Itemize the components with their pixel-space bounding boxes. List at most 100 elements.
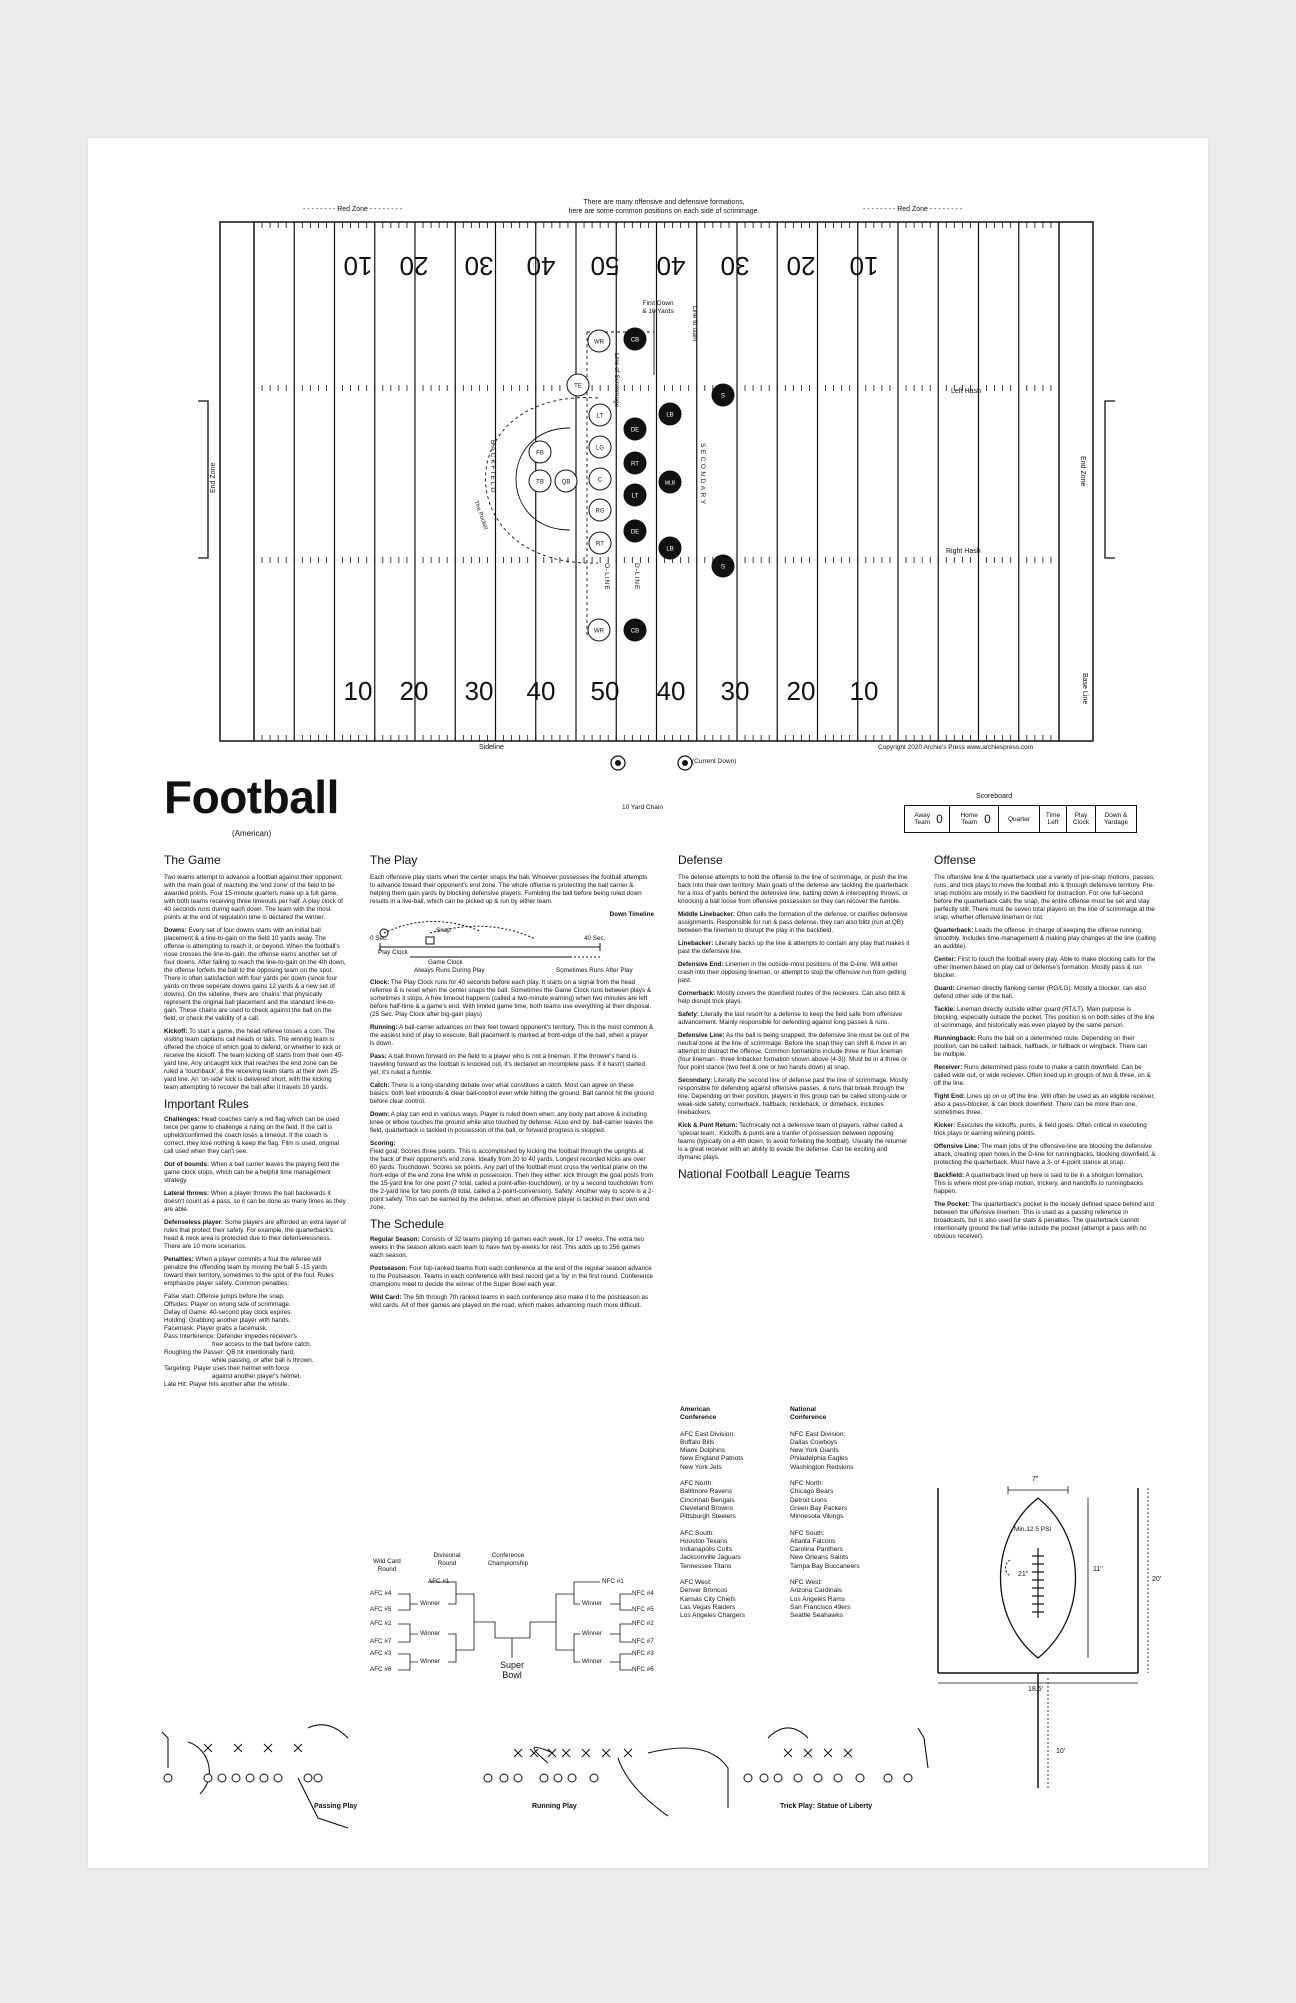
ball-width-label: 7" — [1032, 1476, 1039, 1483]
play-defender-mark — [783, 1748, 793, 1758]
super-bowl: Super Bowl — [499, 1660, 525, 1680]
cb-paragraph: Cornerback: Mostly covers the downfield … — [678, 990, 906, 1005]
play-player-circle — [513, 1773, 523, 1783]
team-name: Green Bay Packers — [790, 1504, 848, 1512]
defense-player-label: MLB — [665, 481, 676, 487]
scoreboard-title: Scoreboard — [976, 793, 1013, 800]
offense-player-marker — [554, 469, 578, 493]
scoring-paragraph: Scoring:Field goal: Scores three points.… — [370, 1140, 654, 1211]
upright-height-label: 20' — [1152, 1576, 1162, 1583]
oob-paragraph: Out of bounds: When a ball carrier leave… — [164, 1161, 340, 1184]
team-name: Jacksonville Jaguars — [680, 1554, 741, 1562]
play-intro: Each offensive play starts when the cent… — [370, 874, 648, 905]
kick-return-paragraph: Kick & Punt Return: Technically not a de… — [678, 1122, 908, 1161]
scoreboard-play-clock: Play Clock — [1067, 806, 1096, 832]
play-defender-mark — [581, 1748, 591, 1758]
yard-number-bottom: 10 — [849, 676, 879, 706]
secondary-label: SECONDARY — [699, 443, 706, 507]
line-to-gain-label: Line to Gain — [691, 306, 698, 342]
nfc-teams: National Conference NFC East Division: D… — [790, 1406, 910, 1621]
defense-player-label: LT — [632, 494, 639, 500]
running-play-label: Running Play — [532, 1803, 577, 1810]
current-down-label: (Current Down) — [692, 758, 737, 765]
offense-player-marker — [588, 435, 612, 459]
bracket-winner: Winner — [582, 1600, 602, 1608]
penalty-list: False start: Offense jumps before the sn… — [164, 1293, 346, 1389]
offense-player-label: WR — [594, 629, 605, 635]
play-defender-mark — [547, 1748, 557, 1758]
team-name: Carolina Panthers — [790, 1546, 843, 1554]
backfield-label: BACKFIELD — [489, 440, 496, 495]
play-defender-mark — [293, 1743, 303, 1753]
play-player-circle — [539, 1773, 549, 1783]
column-defense: Defense The defense attempts to hold the… — [678, 853, 910, 1186]
play-player-circle — [567, 1773, 577, 1783]
yard-number-bottom: 50 — [590, 676, 620, 706]
defense-player-label: S — [721, 565, 725, 571]
play-player-circle — [217, 1773, 227, 1783]
defense-player-marker — [623, 417, 647, 441]
afc-seed: AFC #4 — [370, 1590, 392, 1597]
team-name: Pittsburgh Steelers — [680, 1513, 736, 1521]
team-name: Los Angeles Rams — [790, 1595, 845, 1603]
team-name: Tampa Bay Buccaneers — [790, 1562, 860, 1570]
afc-seed: AFC #5 — [370, 1606, 392, 1613]
offense-player-marker — [588, 403, 612, 427]
qb-paragraph: Quarterback: Leads the offense. In charg… — [934, 927, 1156, 950]
column-play-schedule: The Play Each offensive play starts when… — [370, 854, 654, 1315]
play-defender-mark — [233, 1743, 243, 1753]
defense-heading: Defense — [678, 853, 723, 867]
penalty-item: Targeting: Player uses their helmet with… — [164, 1365, 290, 1372]
team-name: Atlanta Falcons — [790, 1537, 836, 1545]
play-defender-mark — [203, 1743, 213, 1753]
guard-paragraph: Guard: Linemen directly flanking center … — [934, 985, 1147, 1000]
play-player-circle — [833, 1773, 843, 1783]
afc-east-heading: AFC East Division: — [680, 1430, 735, 1438]
team-name: Tennessee Titans — [680, 1562, 732, 1570]
offense-player-marker — [587, 329, 611, 353]
postseason-paragraph: Postseason: Four top-ranked teams from e… — [370, 1265, 654, 1288]
bracket-winner: Winner — [420, 1600, 440, 1608]
play-player-circle — [499, 1773, 509, 1783]
circumference-label: 21" — [1018, 1571, 1029, 1578]
regular-season-paragraph: Regular Season: Consists of 32 teams pla… — [370, 1236, 644, 1259]
play-defender-mark — [263, 1743, 273, 1753]
afc-conference-heading: American Conference — [680, 1406, 717, 1422]
sometimes-runs-label: Sometimes Runs After Play — [556, 967, 633, 974]
nfc-west-heading: NFC West: — [790, 1579, 823, 1587]
copyright: Copyright 2020 Archie's Press www.archie… — [878, 744, 1034, 751]
bracket-winner: Winner — [582, 1658, 602, 1666]
offense-player-label: LT — [597, 414, 604, 420]
offense-player-marker — [588, 531, 612, 555]
play-defender-mark — [843, 1748, 853, 1758]
play-player-circle — [553, 1773, 563, 1783]
goalpost-football-diagram — [937, 1486, 1149, 1788]
afc-north-heading: AFC North: — [680, 1480, 713, 1488]
o-line-label: O-LINE — [603, 563, 610, 591]
penalty-item: Delay of Game: 40-second play clock expi… — [164, 1309, 293, 1316]
crossbar-label: 18.5' — [1028, 1686, 1043, 1693]
yard-number-bottom: 30 — [720, 676, 750, 706]
wild-card-round-label: Wild Card Round — [373, 1558, 401, 1573]
defense-player-marker — [623, 618, 647, 642]
secondary-paragraph: Secondary: Literally the second line of … — [678, 1077, 908, 1116]
first-down-label: First Down& 10 Yards — [642, 300, 674, 315]
afc-south-heading: AFC South: — [680, 1529, 715, 1537]
play-player-circle — [203, 1773, 213, 1783]
play-player-circle — [163, 1773, 173, 1783]
trick-play-label: Trick Play: Statue of Liberty — [780, 1803, 873, 1810]
team-name: Miami Dolphins — [680, 1447, 726, 1455]
team-name: New Orleans Saints — [790, 1554, 849, 1562]
bracket-lines — [398, 1581, 632, 1671]
offense-player-label: QB — [562, 480, 571, 486]
forty-sec: 40 Sec. — [584, 935, 606, 942]
clock-paragraph: Clock: The Play Clock runs for 40 second… — [370, 979, 652, 1018]
nfc-seed: NFC #7 — [632, 1638, 654, 1645]
defense-player-label: CB — [631, 338, 639, 344]
play-defender-mark — [513, 1748, 523, 1758]
nfc-north-heading: NFC North: — [790, 1480, 824, 1488]
play-defender-mark — [803, 1748, 813, 1758]
